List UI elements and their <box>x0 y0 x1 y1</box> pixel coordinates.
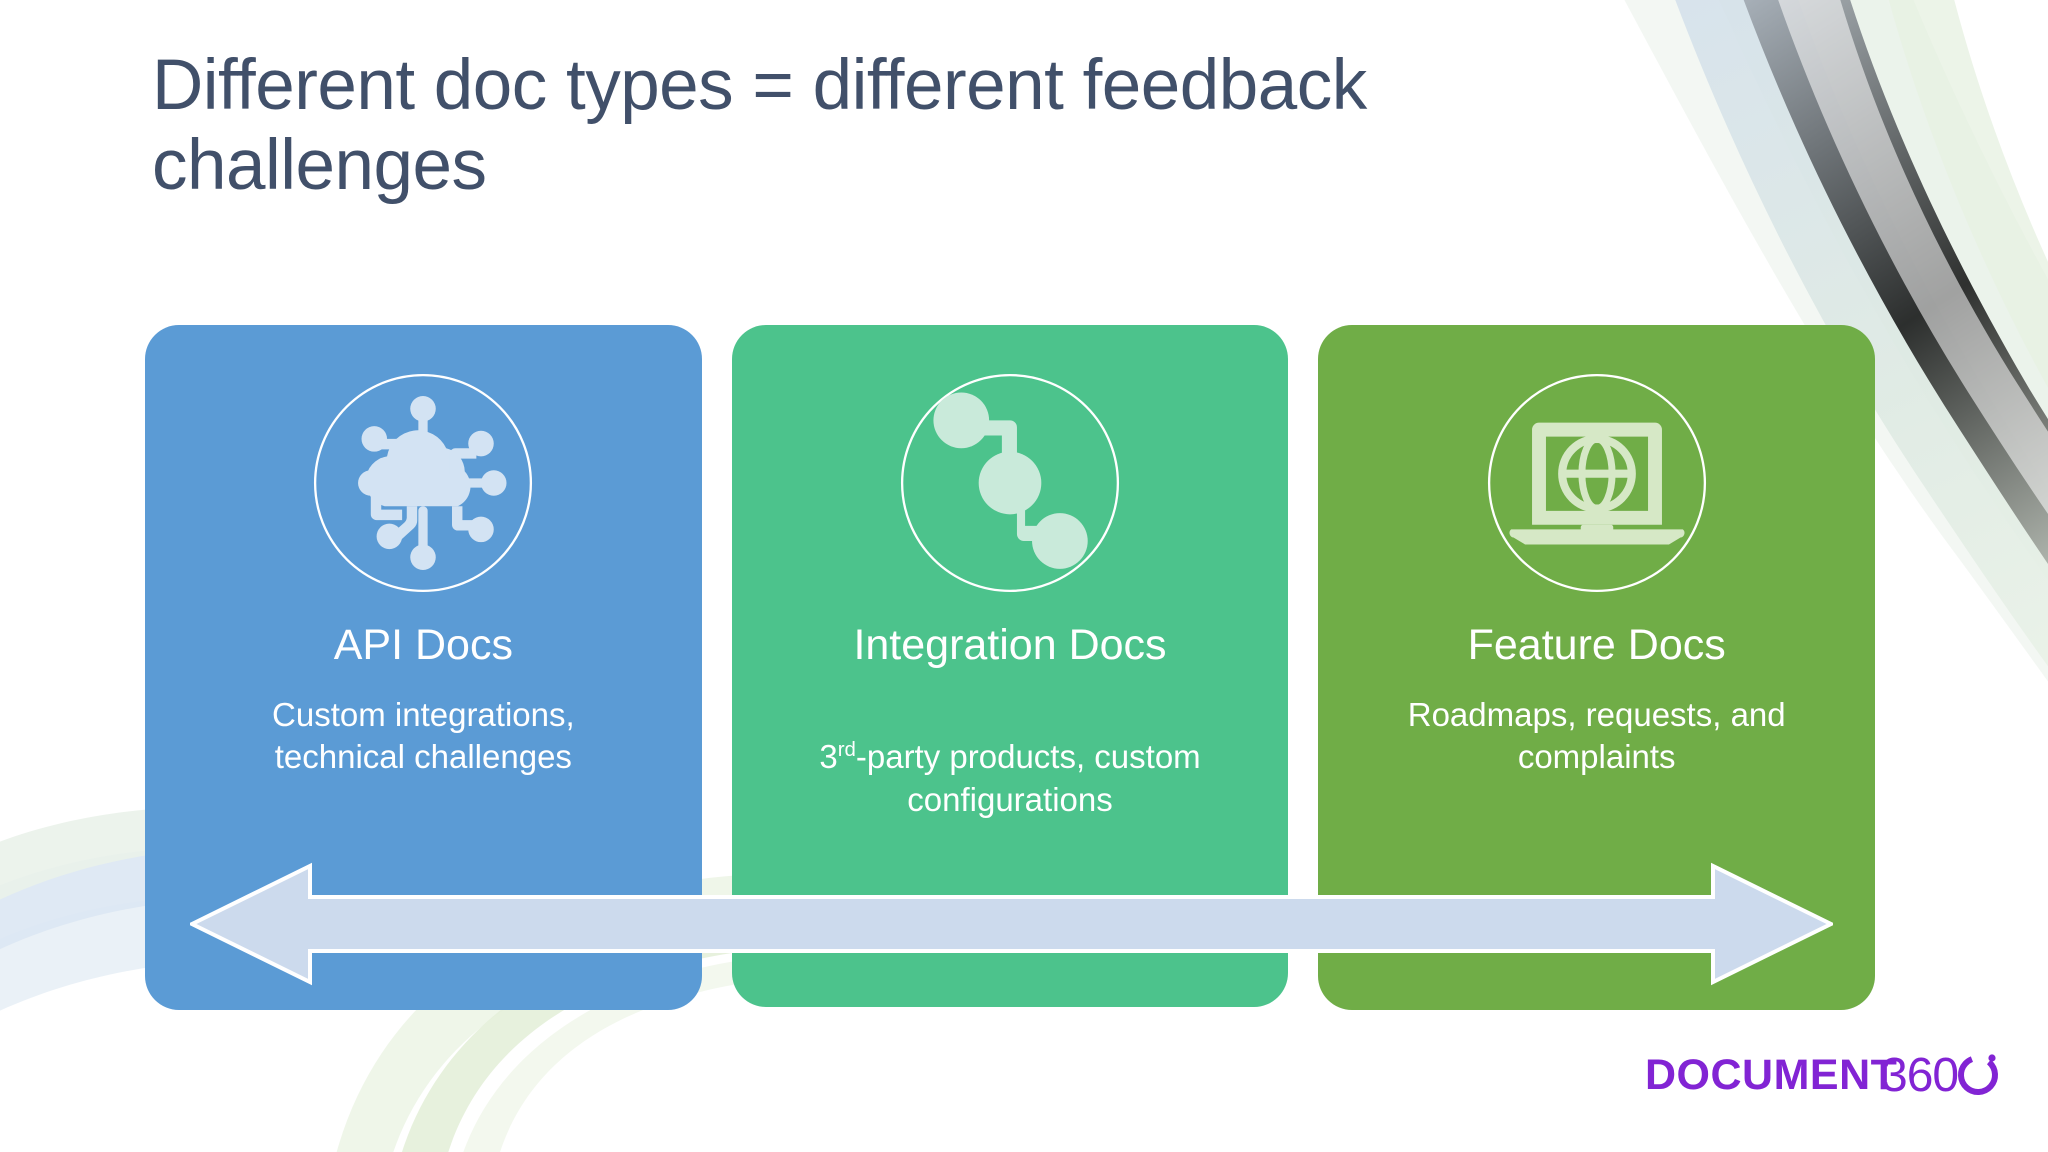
ordinal-suffix: rd <box>837 738 856 762</box>
card-title: Integration Docs <box>853 621 1167 669</box>
logo-number: 360 <box>1881 1049 1958 1102</box>
card-title: Feature Docs <box>1467 621 1726 669</box>
card-description-prefix: 3 <box>819 738 838 776</box>
card-api-docs[interactable]: API Docs Custom integrations, technical … <box>145 325 702 1010</box>
doc-type-card-row: API Docs Custom integrations, technical … <box>145 325 1876 1010</box>
logo-wordmark: DOCUMENT <box>1645 1051 1897 1099</box>
card-title: API Docs <box>333 621 513 669</box>
card-description: Custom integrations, technical challenge… <box>272 696 575 776</box>
logo-dot-accent <box>1988 1054 1996 1062</box>
cloud-network-icon <box>307 367 539 599</box>
document360-logo: DOCUMENT 360 <box>1645 1043 2005 1105</box>
card-feature-docs[interactable]: Feature Docs Roadmaps, requests, and com… <box>1318 325 1876 1010</box>
logo-ring-accent <box>1958 1055 1998 1095</box>
card-description: Roadmaps, requests, and complaints <box>1407 696 1786 776</box>
card-integration-docs[interactable]: Integration Docs 3rd-party products, cus… <box>731 325 1289 1007</box>
card-description-rest: -party products, custom configurations <box>855 738 1201 818</box>
node-graph-icon <box>894 367 1126 599</box>
card-description: 3rd-party products, custom configuration… <box>793 694 1226 821</box>
page-title: Different doc types = different feedback… <box>152 46 1367 205</box>
laptop-globe-icon <box>1481 367 1713 599</box>
